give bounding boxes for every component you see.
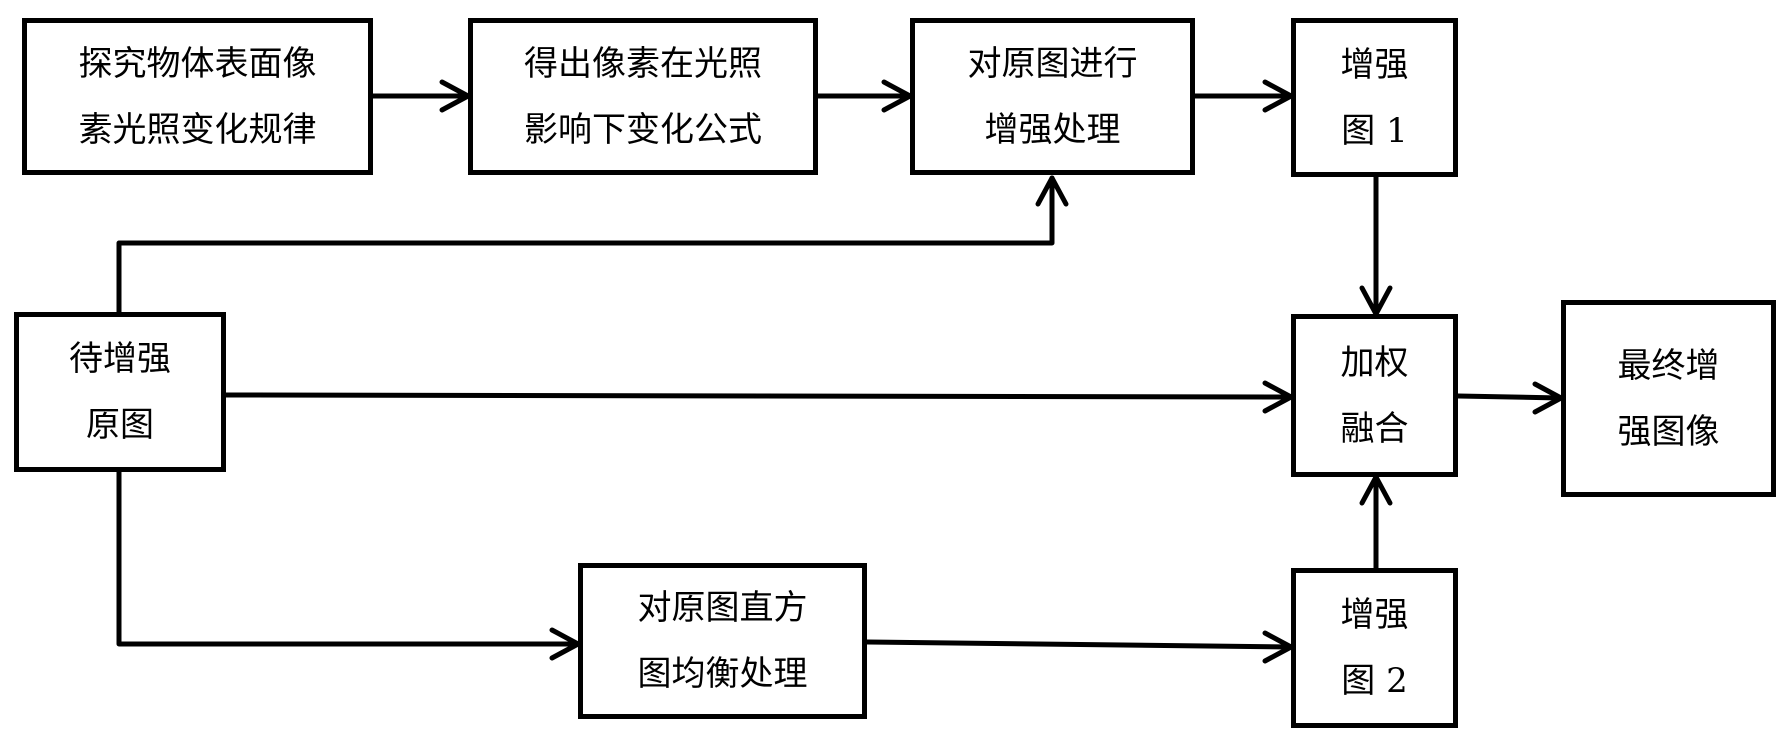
node-label: 加权 融合: [1340, 342, 1409, 449]
node-explore: 探究物体表面像 素光照变化规律: [22, 18, 373, 175]
arrowhead-icon: [1035, 175, 1069, 207]
edge-line: [116, 175, 1055, 315]
node-fusion: 加权 融合: [1291, 314, 1458, 477]
node-label: 最终增 强图像: [1617, 345, 1720, 452]
node-enh1: 增强 图 1: [1291, 18, 1458, 177]
node-enhance: 对原图进行 增强处理: [910, 18, 1195, 175]
edge-formula-to-enhance: [815, 79, 913, 113]
node-original: 待增强 原图: [14, 312, 226, 472]
edge-line: [864, 639, 1294, 650]
node-label: 探究物体表面像 素光照变化规律: [78, 43, 317, 150]
edge-enhance-to-enh1: [1192, 79, 1294, 113]
edge-original-to-enhance: [116, 175, 1069, 315]
arrowhead-icon: [1359, 474, 1393, 506]
node-enh2: 增强 图 2: [1291, 568, 1458, 728]
node-label: 增强 图 1: [1340, 44, 1409, 151]
node-histeq: 对原图直方 图均衡处理: [578, 563, 867, 719]
edge-line: [116, 469, 581, 647]
edge-original-to-fusion: [223, 380, 1294, 414]
edge-enh1-to-fusion: [1359, 174, 1393, 317]
edge-fusion-to-final: [1455, 381, 1564, 415]
node-label: 待增强 原图: [69, 339, 171, 445]
edge-enh2-to-fusion: [1359, 474, 1393, 571]
edge-line: [1455, 393, 1564, 401]
edge-original-to-histeq: [116, 469, 581, 661]
node-label: 对原图进行 增强处理: [967, 43, 1138, 150]
node-label: 得出像素在光照 影响下变化公式: [524, 43, 762, 150]
node-formula: 得出像素在光照 影响下变化公式: [468, 18, 818, 175]
node-label: 对原图直方 图均衡处理: [637, 588, 808, 694]
edge-line: [223, 392, 1294, 400]
node-final: 最终增 强图像: [1561, 300, 1776, 497]
edge-histeq-to-enh2: [864, 630, 1294, 664]
edge-explore-to-formula: [370, 79, 471, 113]
node-label: 增强 图 2: [1340, 595, 1409, 701]
